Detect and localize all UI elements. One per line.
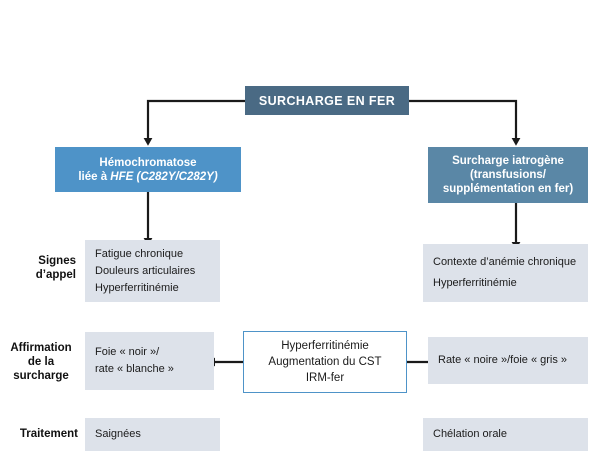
row-label-traitement: Traitement bbox=[4, 425, 78, 443]
row-label-signes-line1: Signes bbox=[38, 255, 76, 267]
list-item: Contexte d’anémie chronique bbox=[433, 256, 577, 268]
list-item: Hyperferritinémie bbox=[281, 340, 369, 352]
list-item: Rate « noire »/foie « gris » bbox=[438, 354, 568, 366]
row-label-affirmation-line1: Affirmation bbox=[10, 342, 72, 354]
branch-left-line1: Hémochromatose bbox=[99, 156, 197, 169]
list-item: Augmentation du CST bbox=[268, 356, 382, 368]
list-item: Foie « noir »/ bbox=[95, 346, 160, 358]
branch-right-line2: (transfusions/ bbox=[469, 169, 547, 181]
list-item: Chélation orale bbox=[433, 428, 507, 440]
connector-root-to-right bbox=[409, 99, 521, 146]
branch-left-line2-prefix: liée à bbox=[78, 170, 111, 183]
content-box-affirmation-left: Foie « noir »/ rate « blanche » bbox=[85, 332, 214, 390]
row-label-traitement-line1: Traitement bbox=[19, 428, 78, 440]
content-box-traitement-left: Saignées bbox=[85, 418, 220, 451]
root-box-surcharge-en-fer: SURCHARGE EN FER bbox=[245, 86, 409, 115]
list-item: Fatigue chronique bbox=[95, 247, 184, 260]
list-item: Saignées bbox=[95, 428, 141, 440]
content-box-traitement-right: Chélation orale bbox=[423, 418, 588, 451]
content-box-signes-right: Contexte d’anémie chronique Hyperferriti… bbox=[423, 244, 588, 302]
list-item: IRM-fer bbox=[305, 372, 345, 384]
branch-left-gene-label: HFE (C282Y/C282Y) bbox=[110, 170, 218, 183]
branch-right-line3: supplémentation en fer) bbox=[442, 183, 574, 195]
connector-root-to-left bbox=[143, 99, 245, 146]
row-label-affirmation-line3: surcharge bbox=[13, 370, 69, 382]
row-label-signes-dappel: Signes d’appel bbox=[8, 246, 76, 282]
branch-box-hemochromatose: Hémochromatose liée à HFE (C282Y/C282Y) bbox=[55, 147, 241, 192]
row-label-signes-line2: d’appel bbox=[35, 269, 76, 281]
list-item: Hyperferritinémie bbox=[433, 277, 517, 289]
row-label-affirmation: Affirmation de la surcharge bbox=[4, 338, 78, 386]
list-item: Hyperferritinémie bbox=[95, 281, 179, 294]
content-box-signes-left: Fatigue chronique Douleurs articulaires … bbox=[85, 240, 220, 302]
center-box-confirmation: Hyperferritinémie Augmentation du CST IR… bbox=[243, 331, 407, 393]
row-label-affirmation-line2: de la bbox=[27, 356, 55, 368]
branch-right-line1: Surcharge iatrogène bbox=[452, 155, 564, 167]
root-box-label: SURCHARGE EN FER bbox=[258, 93, 396, 108]
branch-box-surcharge-iatrogene: Surcharge iatrogène (transfusions/ suppl… bbox=[428, 147, 588, 203]
content-box-affirmation-right: Rate « noire »/foie « gris » bbox=[428, 337, 588, 384]
list-item: rate « blanche » bbox=[95, 363, 174, 375]
branch-left-line2: liée à HFE (C282Y/C282Y) bbox=[78, 170, 217, 184]
list-item: Douleurs articulaires bbox=[95, 264, 196, 277]
